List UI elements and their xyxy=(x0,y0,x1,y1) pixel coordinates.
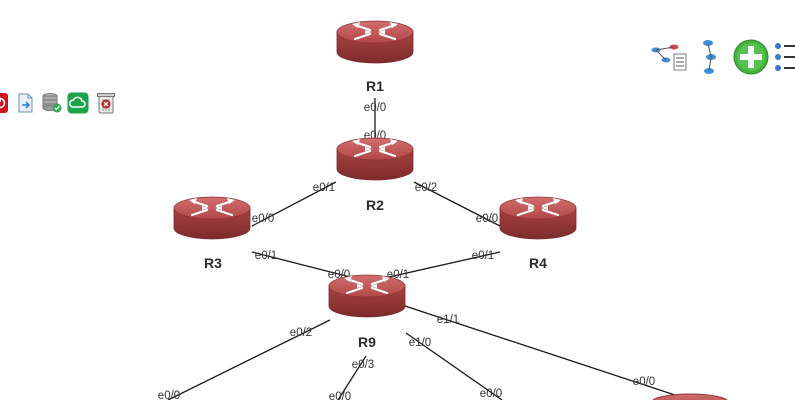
interface-label: e0/0 xyxy=(364,102,386,114)
router-icon[interactable] xyxy=(652,393,728,400)
router-label-r9: R9 xyxy=(358,334,376,350)
router-label-r4: R4 xyxy=(529,255,547,271)
topology-list-icon[interactable] xyxy=(650,40,688,72)
link-r4-r9[interactable] xyxy=(379,251,501,280)
interface-label: e0/1 xyxy=(472,250,494,262)
link-r2-r4[interactable] xyxy=(413,181,501,227)
router-r1-icon[interactable] xyxy=(336,20,414,64)
interface-label: e1/1 xyxy=(437,314,459,326)
wipe-icon[interactable] xyxy=(95,91,117,115)
link-r9-offscreen-b[interactable] xyxy=(337,355,367,400)
menu-list-icon[interactable] xyxy=(774,42,795,72)
link-r9-offscreen-c[interactable] xyxy=(405,332,503,400)
interface-label: e0/0 xyxy=(329,391,351,400)
interface-label: e0/1 xyxy=(255,250,277,262)
interface-label: e0/0 xyxy=(476,213,498,225)
router-label-r1: R1 xyxy=(366,78,384,94)
interface-label: e0/0 xyxy=(252,213,274,225)
stop-icon[interactable] xyxy=(0,92,8,114)
export-config-icon[interactable] xyxy=(17,93,35,113)
link-r9-offscreen-d[interactable] xyxy=(404,305,691,400)
interface-label: e0/2 xyxy=(290,327,312,339)
interface-label: e0/0 xyxy=(158,390,180,400)
router-r4-icon[interactable] xyxy=(499,196,577,240)
vertical-layout-icon[interactable] xyxy=(700,38,722,76)
cloud-sync-icon[interactable] xyxy=(67,92,89,114)
save-config-icon[interactable] xyxy=(41,92,63,114)
link-r9-offscreen-a[interactable] xyxy=(167,319,331,400)
router-r3-icon[interactable] xyxy=(173,196,251,240)
interface-label: e0/3 xyxy=(352,359,374,371)
interface-label: e0/0 xyxy=(633,376,655,388)
router-r2-icon[interactable] xyxy=(336,137,414,181)
link-r3-r9[interactable] xyxy=(251,251,359,280)
interface-label: e1/0 xyxy=(409,337,431,349)
interface-label: e0/2 xyxy=(415,182,437,194)
router-label-r3: R3 xyxy=(204,255,222,271)
add-node-icon[interactable] xyxy=(733,39,769,75)
link-r2-r3[interactable] xyxy=(251,181,337,227)
interface-label: e0/0 xyxy=(480,388,502,400)
router-r9-icon[interactable] xyxy=(328,274,406,318)
router-label-r2: R2 xyxy=(366,197,384,213)
interface-label: e0/1 xyxy=(313,182,335,194)
